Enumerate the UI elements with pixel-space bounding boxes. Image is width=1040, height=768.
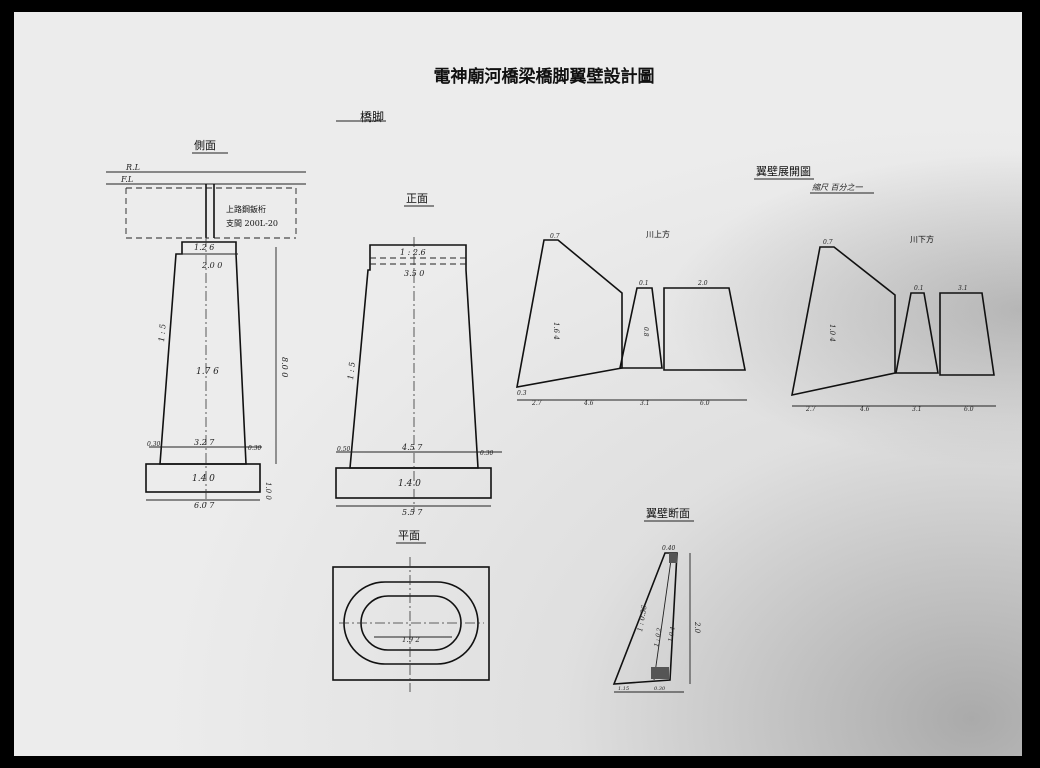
wing-section-dim-base: 1.15 <box>618 686 629 692</box>
upstream-dim-slot-top: 0.1 <box>639 280 649 287</box>
side-dim-offset-right: 0.30 <box>248 445 262 452</box>
upstream-label: 川上方 <box>646 229 670 239</box>
side-dim-top: 1.2 6 <box>194 243 214 252</box>
side-dim-height: 8.0 0 <box>280 357 289 377</box>
downstream-dim-b1: 2.7 <box>805 406 816 413</box>
downstream-dim-b3: 3.1 <box>912 406 922 413</box>
wing-section-top-hatch <box>669 553 677 563</box>
upstream-dim-top: 0.7 <box>550 233 560 240</box>
wing-section-dim-top: 0.40 <box>662 545 676 552</box>
front-dim-top: 1 : 2.6 <box>400 248 426 257</box>
downstream-wing-wall <box>790 246 896 397</box>
side-dim-base: 1.4 0 <box>192 474 215 484</box>
formation-level-label: F.L <box>120 175 133 184</box>
wing-section-dim-height: 2.0 <box>693 621 701 634</box>
drawing-sheet: 電神廟河橋梁橋脚翼壁設計圖 橋脚 側面 R.L F.L 上路鋼鈑桁 支間 200… <box>14 12 1022 756</box>
wing-section-label: 翼壁断面 <box>646 506 690 520</box>
plan-view-label: 平面 <box>398 529 420 542</box>
bearing-lines <box>205 184 215 238</box>
side-view-label: 側面 <box>194 139 216 152</box>
wing-section-inner-line <box>653 552 673 681</box>
upstream-dim-b0: 0.3 <box>517 390 527 397</box>
wing-section-dim-base2: 0.30 <box>654 686 666 692</box>
downstream-dim-top: 0.7 <box>823 239 833 246</box>
sheet-title: 電神廟河橋梁橋脚翼壁設計圖 <box>434 66 655 87</box>
upstream-slot <box>619 287 663 369</box>
side-dim-batter: 1 : 5 <box>157 323 168 342</box>
rail-level-label: R.L <box>125 163 140 172</box>
front-dim-batter: 1 : 5 <box>346 361 357 380</box>
upstream-abutment <box>663 287 746 371</box>
plan-dim-inner: 1.9 2 <box>402 636 420 644</box>
wing-section-dim-slope2: 1 : 0.2 <box>653 627 663 647</box>
upstream-dim-rect-top: 2.0 <box>697 280 708 287</box>
front-footing <box>335 467 492 499</box>
front-dim-cap: 3.5 0 <box>404 269 424 278</box>
upstream-dim-b4: 6.0 <box>700 400 710 407</box>
front-dim-base: 1.4 0 <box>398 479 421 489</box>
wing-scale-note: 縮尺 百分之一 <box>812 183 864 192</box>
side-dim-base-inner: 3.2 7 <box>194 438 215 447</box>
downstream-dim-b2: 4.6 <box>859 406 870 413</box>
wing-section-dim-slope3: 1.0 4 <box>667 626 677 642</box>
upstream-dim-height: 1.6 4 <box>552 322 560 340</box>
girder-note-2: 支間 200L-20 <box>226 218 278 228</box>
downstream-dim-rect-top: 3.1 <box>958 285 968 292</box>
upstream-dim-slot-h: 0.8 <box>642 327 649 337</box>
wing-section-base-hatch <box>651 667 669 679</box>
side-dim-footing-h: 1.0 0 <box>264 482 272 500</box>
side-footing <box>145 463 261 493</box>
front-dim-base-inner: 4.5 7 <box>401 443 423 452</box>
girder-outline <box>125 187 297 239</box>
front-dim-footing-w: 5.5 7 <box>402 508 423 517</box>
downstream-label: 川下方 <box>910 234 934 244</box>
upstream-wing-wall <box>516 239 623 388</box>
downstream-dim-b4: 6.0 <box>964 406 974 413</box>
upstream-dim-b1: 2.7 <box>531 400 542 407</box>
upstream-dim-b2: 4.6 <box>583 400 594 407</box>
side-dim-mid: 1.7 6 <box>196 367 219 377</box>
side-pier-body <box>159 241 247 465</box>
wing-development-label: 翼壁展開圖 <box>756 164 811 178</box>
girder-note-1: 上路鋼鈑桁 <box>226 204 266 214</box>
front-dim-offset-left: 0.50 <box>337 446 351 453</box>
drawing-canvas: 電神廟河橋梁橋脚翼壁設計圖 橋脚 側面 R.L F.L 上路鋼鈑桁 支間 200… <box>106 66 996 693</box>
front-cap-dashes <box>370 257 466 265</box>
side-dim-cap: 2.0 0 <box>201 261 222 270</box>
section-heading: 橋脚 <box>360 109 384 124</box>
downstream-dim-height: 1.0 4 <box>828 324 836 342</box>
downstream-slot <box>895 292 939 374</box>
downstream-abutment <box>939 292 995 376</box>
plan-footing-outline <box>332 566 490 681</box>
wing-section-dim-slope1: 1 : 0.36 <box>636 604 649 632</box>
downstream-dim-slot-top: 0.1 <box>914 285 924 292</box>
side-dim-offset-left: 0.30 <box>147 441 161 448</box>
upstream-dim-b3: 3.1 <box>640 400 650 407</box>
front-dim-offset-right: 0.30 <box>480 450 494 457</box>
front-view-label: 正面 <box>406 192 428 205</box>
side-dim-footing-w: 6.0 7 <box>194 501 215 510</box>
